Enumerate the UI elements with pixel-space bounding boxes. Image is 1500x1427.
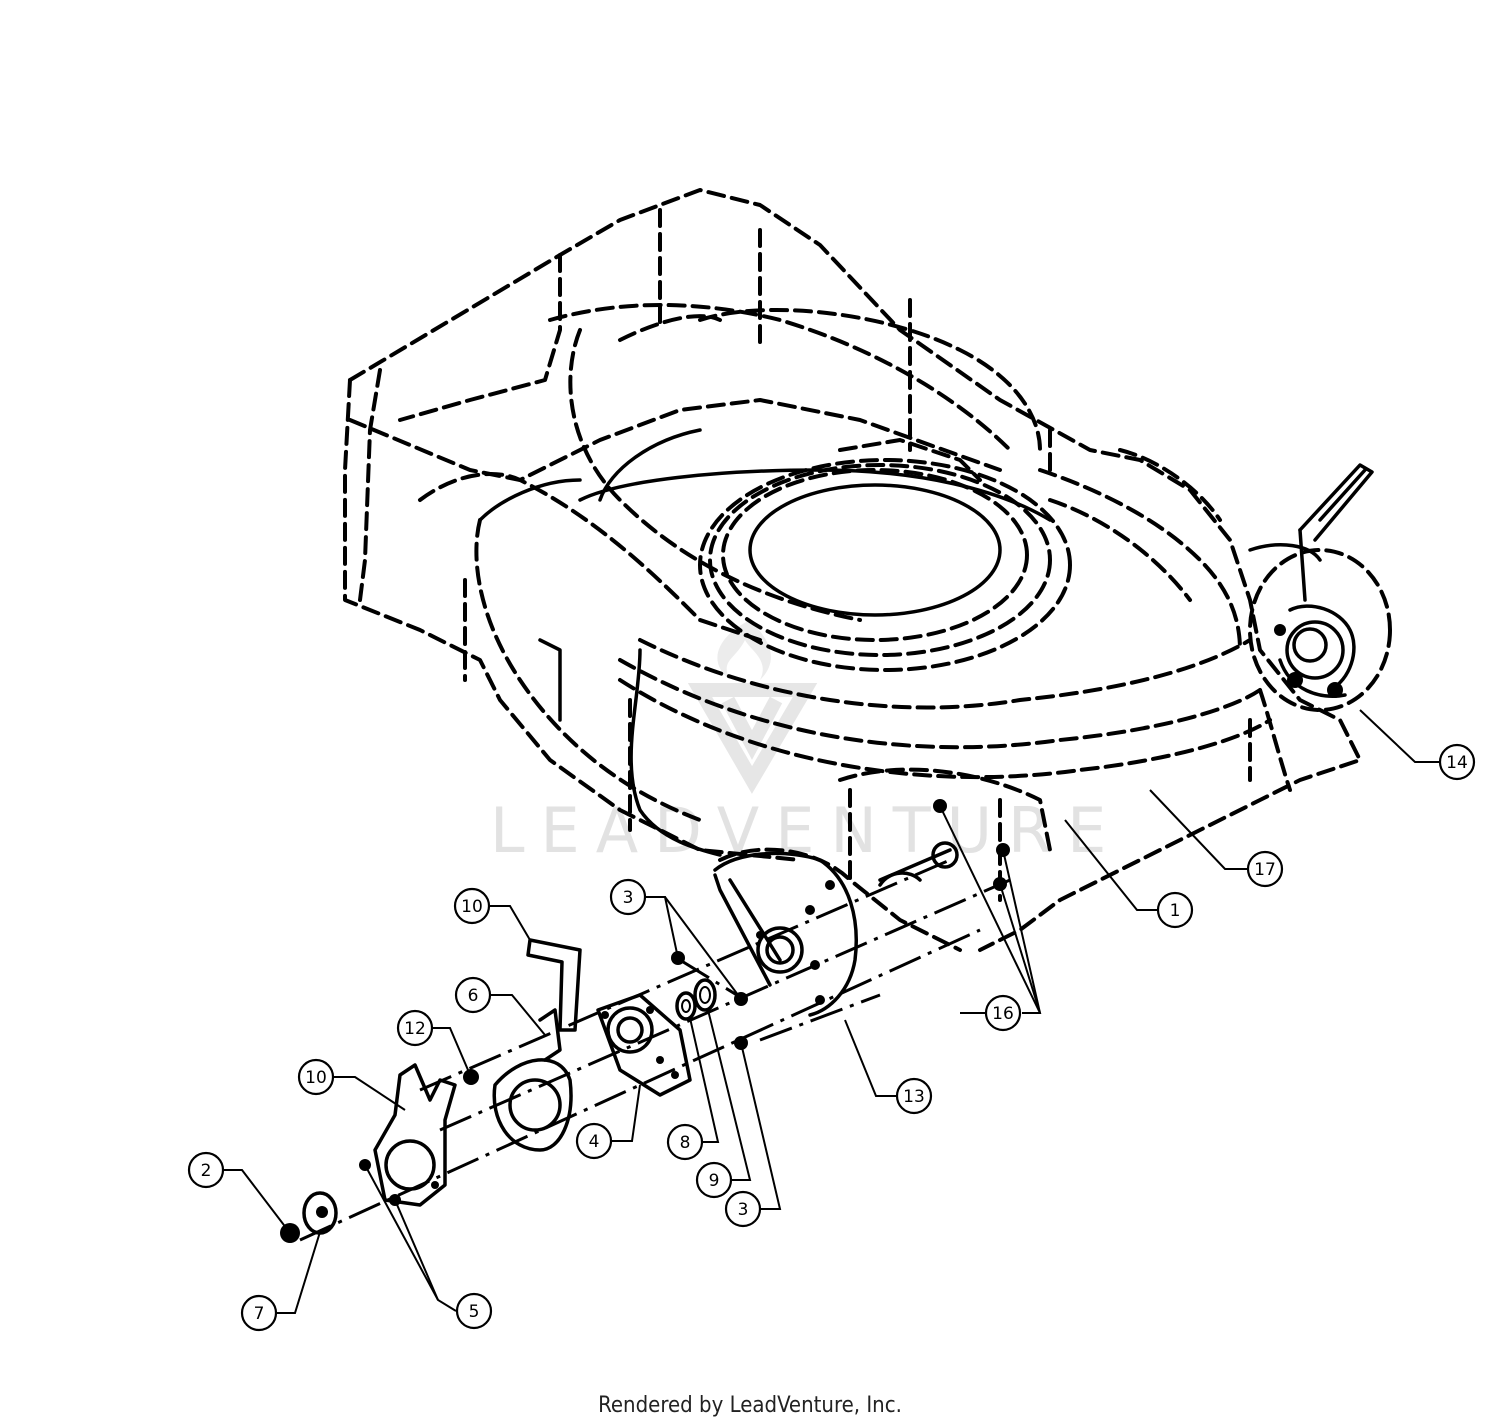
callout-c3a: 3 <box>609 878 647 916</box>
callout-circle <box>724 1190 762 1228</box>
pivot-bolt-1 <box>878 841 959 887</box>
callout-circle <box>1156 891 1194 929</box>
washer-9 <box>693 978 717 1012</box>
callout-circle <box>187 1151 225 1189</box>
callout-c14: 14 <box>1438 743 1476 781</box>
callout-circle <box>455 1292 493 1330</box>
callout-circle <box>609 878 647 916</box>
callout-number: 5 <box>469 1302 480 1322</box>
callout-number: 1 <box>1170 901 1181 921</box>
height-adjuster-14 <box>1248 463 1392 712</box>
callout-circle <box>895 1077 933 1115</box>
callout-number: 16 <box>992 1004 1014 1024</box>
callout-c16: 16 <box>984 994 1022 1032</box>
callout-c10b: 10 <box>297 1058 335 1096</box>
callout-c8: 8 <box>666 1123 704 1161</box>
discharge-opening <box>698 458 1072 672</box>
callout-circle <box>454 976 492 1014</box>
callout-c9: 9 <box>695 1161 733 1199</box>
watermark-logo-icon <box>687 683 818 794</box>
washer-8 <box>675 991 697 1021</box>
callout-number: 3 <box>738 1200 749 1220</box>
callout-c2: 2 <box>187 1151 225 1189</box>
plate-10-lower <box>359 1063 457 1207</box>
callout-number: 10 <box>461 897 483 917</box>
callout-number: 3 <box>623 888 634 908</box>
callout-number: 9 <box>709 1171 720 1191</box>
lever-10-upper <box>526 938 582 1032</box>
callout-circle <box>1438 743 1476 781</box>
callout-circle <box>984 994 1022 1032</box>
callout-number: 14 <box>1446 753 1468 773</box>
callout-number: 10 <box>305 1068 327 1088</box>
callout-c3b: 3 <box>724 1190 762 1228</box>
callout-c6: 6 <box>454 976 492 1014</box>
callout-circle <box>396 1009 434 1047</box>
callout-c1: 1 <box>1156 891 1194 929</box>
callout-circle <box>453 887 491 925</box>
callout-c12: 12 <box>396 1009 434 1047</box>
mower-deck-housing <box>343 188 1362 952</box>
callout-c13: 13 <box>895 1077 933 1115</box>
callout-number: 13 <box>903 1087 925 1107</box>
callout-number: 7 <box>254 1304 265 1324</box>
callout-c17: 17 <box>1246 850 1284 888</box>
callout-circle <box>240 1294 278 1332</box>
callout-number: 12 <box>404 1019 426 1039</box>
watermark-flame-icon <box>717 620 771 680</box>
callout-circle <box>666 1123 704 1161</box>
callout-circle <box>297 1058 335 1096</box>
callout-circle <box>695 1161 733 1199</box>
callout-number: 6 <box>468 986 479 1006</box>
bearing-housing-4 <box>596 993 692 1097</box>
callout-c5: 5 <box>455 1292 493 1330</box>
callout-circle <box>575 1122 613 1160</box>
callout-number: 8 <box>680 1133 691 1153</box>
callout-c10a: 10 <box>453 887 491 925</box>
callout-number: 2 <box>201 1161 212 1181</box>
assembly-axes <box>299 858 1011 1242</box>
callout-number: 4 <box>589 1132 600 1152</box>
callout-circle <box>1246 850 1284 888</box>
callout-number: 17 <box>1254 860 1276 880</box>
footer-credit: Rendered by LeadVenture, Inc. <box>598 1393 902 1418</box>
callout-c7: 7 <box>240 1294 278 1332</box>
callout-c4: 4 <box>575 1122 613 1160</box>
leader-lines <box>224 709 1439 1314</box>
